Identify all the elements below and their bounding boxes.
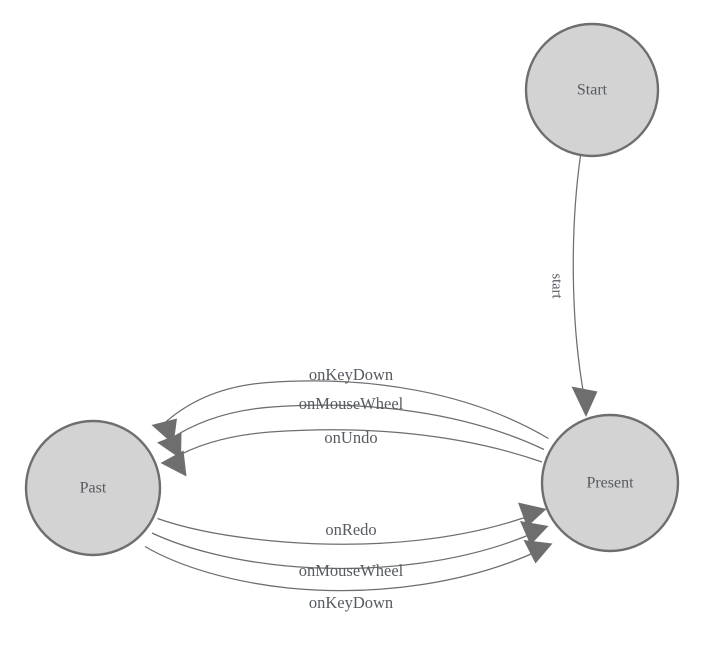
node-present-label: Present <box>586 475 634 492</box>
edge-present-to-past-onundo[interactable]: onUndo <box>160 428 543 477</box>
edge-present-to-past-onundo-path <box>171 429 543 463</box>
edge-label-past-to-present-onkeydown: onKeyDown <box>309 593 393 612</box>
arrowhead-start-to-present <box>571 386 598 417</box>
edge-label-past-to-present-onmousewheel: onMouseWheel <box>299 561 404 580</box>
arrowhead-present-to-past-onundo <box>160 450 187 477</box>
node-start[interactable]: Start <box>524 22 660 158</box>
node-start-label: Start <box>577 82 608 99</box>
edge-past-to-present-onredo[interactable]: onRedo <box>157 502 547 545</box>
edge-label-present-to-past-onundo: onUndo <box>324 428 377 447</box>
node-past-label: Past <box>80 480 107 497</box>
edge-label-past-to-present-onredo: onRedo <box>325 520 376 539</box>
edge-label-present-to-past-onmousewheel: onMouseWheel <box>299 394 404 413</box>
edge-label-present-to-past-onkeydown: onKeyDown <box>309 365 393 384</box>
node-present-circle <box>540 413 680 553</box>
node-present[interactable]: Present <box>540 413 680 553</box>
edge-label-start: start <box>549 274 565 299</box>
edge-past-to-present-onkeydown[interactable]: onKeyDown <box>144 540 553 612</box>
edge-present-to-past-onmousewheel-path <box>168 404 545 451</box>
edge-present-to-past-onkeydown-path <box>163 380 549 440</box>
edge-present-to-past-onmousewheel[interactable]: onMouseWheel <box>157 394 545 459</box>
arrowhead-past-to-present-onmousewheel <box>520 521 549 545</box>
edge-past-to-present-onkeydown-path <box>144 545 543 592</box>
edge-start-to-present[interactable]: start <box>549 155 598 418</box>
edge-start-to-present-path <box>572 155 584 391</box>
edge-past-to-present-onmousewheel[interactable]: onMouseWheel <box>151 521 549 580</box>
node-start-circle <box>524 22 660 158</box>
node-past[interactable]: Past <box>24 419 162 557</box>
arrowhead-past-to-present-onkeydown <box>523 540 553 564</box>
node-past-circle <box>24 419 162 557</box>
edge-past-to-present-onredo-path <box>157 512 537 545</box>
edge-past-to-present-onmousewheel-path <box>151 530 539 569</box>
arrowhead-present-to-past-onmousewheel <box>157 433 182 459</box>
arrowhead-past-to-present-onredo <box>518 502 547 527</box>
